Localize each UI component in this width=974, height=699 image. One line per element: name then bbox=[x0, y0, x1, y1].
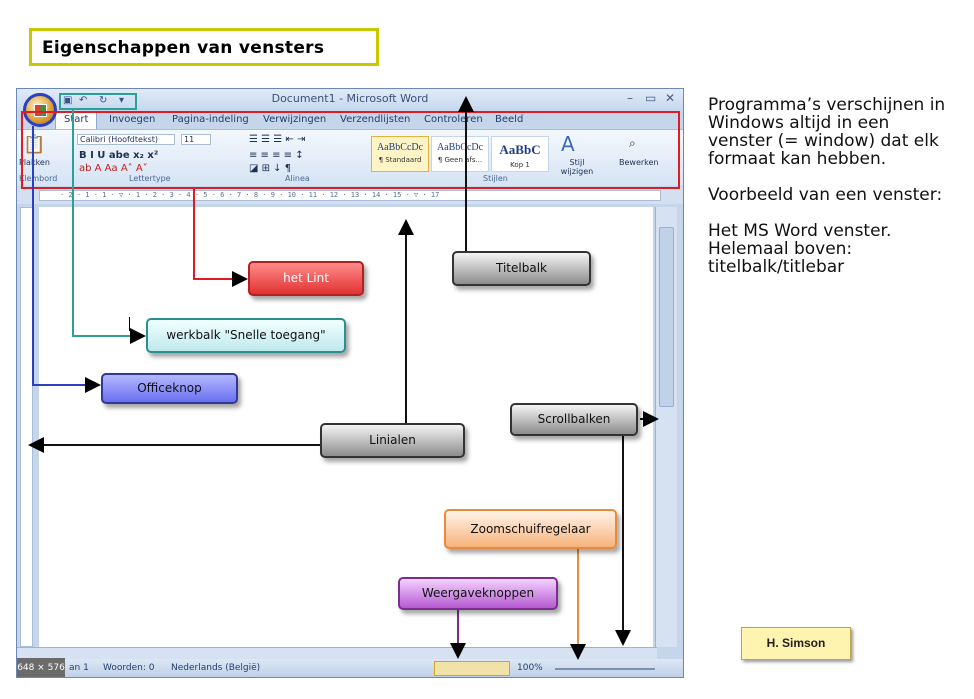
style-name: ¶ Standaard bbox=[378, 156, 422, 164]
style-name: ¶ Geen afs... bbox=[437, 156, 483, 164]
quick-access-toolbar: ▣ ↶ ↻ ▾ bbox=[59, 93, 137, 110]
close-icon[interactable]: ✕ bbox=[665, 91, 676, 105]
change-style-icon[interactable]: A bbox=[561, 132, 575, 156]
group-paragraph: Alinea bbox=[285, 174, 310, 183]
tab-verwijzingen[interactable]: Verwijzingen bbox=[263, 114, 327, 125]
author-badge: H. Simson bbox=[741, 627, 851, 660]
slide-description: Programma’s verschijnen in Windows altij… bbox=[708, 96, 958, 294]
save-icon[interactable]: ▣ bbox=[63, 95, 73, 106]
shading-buttons-icon[interactable]: ◪ ⊞ ↓ ¶ bbox=[249, 163, 292, 174]
find-icon[interactable]: ⌕ bbox=[629, 136, 636, 150]
language-indicator[interactable]: Nederlands (België) bbox=[171, 663, 261, 673]
text-cursor bbox=[129, 317, 130, 331]
office-button[interactable] bbox=[23, 93, 57, 127]
slide-title: Eigenschappen van vensters bbox=[29, 28, 379, 66]
group-font: Lettertype bbox=[129, 174, 171, 183]
description-paragraph: Het MS Word venster. Helemaal boven: tit… bbox=[708, 221, 892, 277]
callout-quick-access: werkbalk "Snelle toegang" bbox=[146, 318, 346, 353]
horizontal-scrollbar[interactable] bbox=[17, 647, 657, 659]
edit-button[interactable]: Bewerken bbox=[619, 158, 659, 167]
font-size-select[interactable]: 11 bbox=[181, 134, 211, 145]
scroll-thumb[interactable] bbox=[659, 227, 674, 407]
tab-pagina-indeling[interactable]: Pagina-indeling bbox=[172, 114, 249, 125]
align-buttons-icon[interactable]: ≡ ≡ ≡ ≡ ↕ bbox=[249, 150, 304, 161]
zoom-slider[interactable] bbox=[555, 668, 655, 670]
zoom-level[interactable]: 100% bbox=[517, 663, 543, 673]
image-dimensions: 648 × 576 bbox=[17, 658, 65, 677]
page-indicator[interactable]: an 1 bbox=[69, 663, 89, 673]
maximize-icon[interactable]: ▭ bbox=[645, 91, 657, 105]
style-preview: AaBbCcDc bbox=[376, 142, 424, 153]
tab-controleren[interactable]: Controleren bbox=[424, 114, 483, 125]
office-logo-icon bbox=[34, 104, 47, 117]
ruler-scale: · 2 · 1 · 1 · ▽ · 1 · 2 · 3 · 4 · 5 · 6 … bbox=[39, 190, 661, 201]
tab-verzendlijsten[interactable]: Verzendlijsten bbox=[340, 114, 411, 125]
customize-icon[interactable]: ▾ bbox=[119, 95, 125, 106]
style-preview: AaBbC bbox=[499, 142, 541, 157]
callout-view-buttons: Weergaveknoppen bbox=[398, 577, 558, 610]
style-name: Kop 1 bbox=[510, 161, 530, 169]
description-paragraph: Programma’s verschijnen in Windows altij… bbox=[708, 95, 946, 169]
horizontal-ruler[interactable]: · 2 · 1 · 1 · ▽ · 1 · 2 · 3 · 4 · 5 · 6 … bbox=[17, 187, 683, 204]
change-style-button[interactable]: Stijl wijzigen bbox=[560, 158, 594, 176]
description-paragraph: Voorbeeld van een venster: bbox=[708, 185, 943, 205]
redo-icon[interactable]: ↻ bbox=[99, 95, 108, 106]
word-count[interactable]: Woorden: 0 bbox=[103, 663, 155, 673]
vertical-ruler[interactable] bbox=[20, 207, 33, 647]
tab-beeld[interactable]: Beeld bbox=[495, 114, 524, 125]
ribbon-highlight bbox=[21, 111, 680, 189]
group-styles: Stijlen bbox=[483, 174, 508, 183]
view-buttons[interactable] bbox=[434, 661, 510, 676]
minimize-icon[interactable]: – bbox=[627, 91, 633, 105]
style-preview: AaBbCcDc bbox=[436, 142, 484, 153]
callout-office-button: Officeknop bbox=[101, 373, 238, 404]
title-bar[interactable]: Document1 - Microsoft Word – ▭ ✕ bbox=[17, 89, 683, 111]
callout-titlebar: Titelbalk bbox=[452, 251, 591, 286]
status-bar: an 1 Woorden: 0 Nederlands (België) 100% bbox=[17, 659, 683, 677]
callout-zoom-slider: Zoomschuifregelaar bbox=[444, 509, 617, 549]
list-buttons-icon[interactable]: ☰ ☰ ☰ ⇤ ⇥ bbox=[249, 134, 306, 145]
callout-scrollbars: Scrollbalken bbox=[510, 403, 638, 436]
window-title: Document1 - Microsoft Word bbox=[271, 92, 429, 105]
style-geen-afstand[interactable]: AaBbCcDc ¶ Geen afs... bbox=[431, 136, 489, 172]
callout-rulers: Linialen bbox=[320, 423, 465, 458]
style-kop1[interactable]: AaBbC Kop 1 bbox=[491, 136, 549, 172]
style-standaard[interactable]: AaBbCcDc ¶ Standaard bbox=[371, 136, 429, 172]
callout-lint: het Lint bbox=[248, 261, 364, 296]
undo-icon[interactable]: ↶ bbox=[79, 95, 88, 106]
vertical-scrollbar[interactable] bbox=[655, 207, 677, 647]
